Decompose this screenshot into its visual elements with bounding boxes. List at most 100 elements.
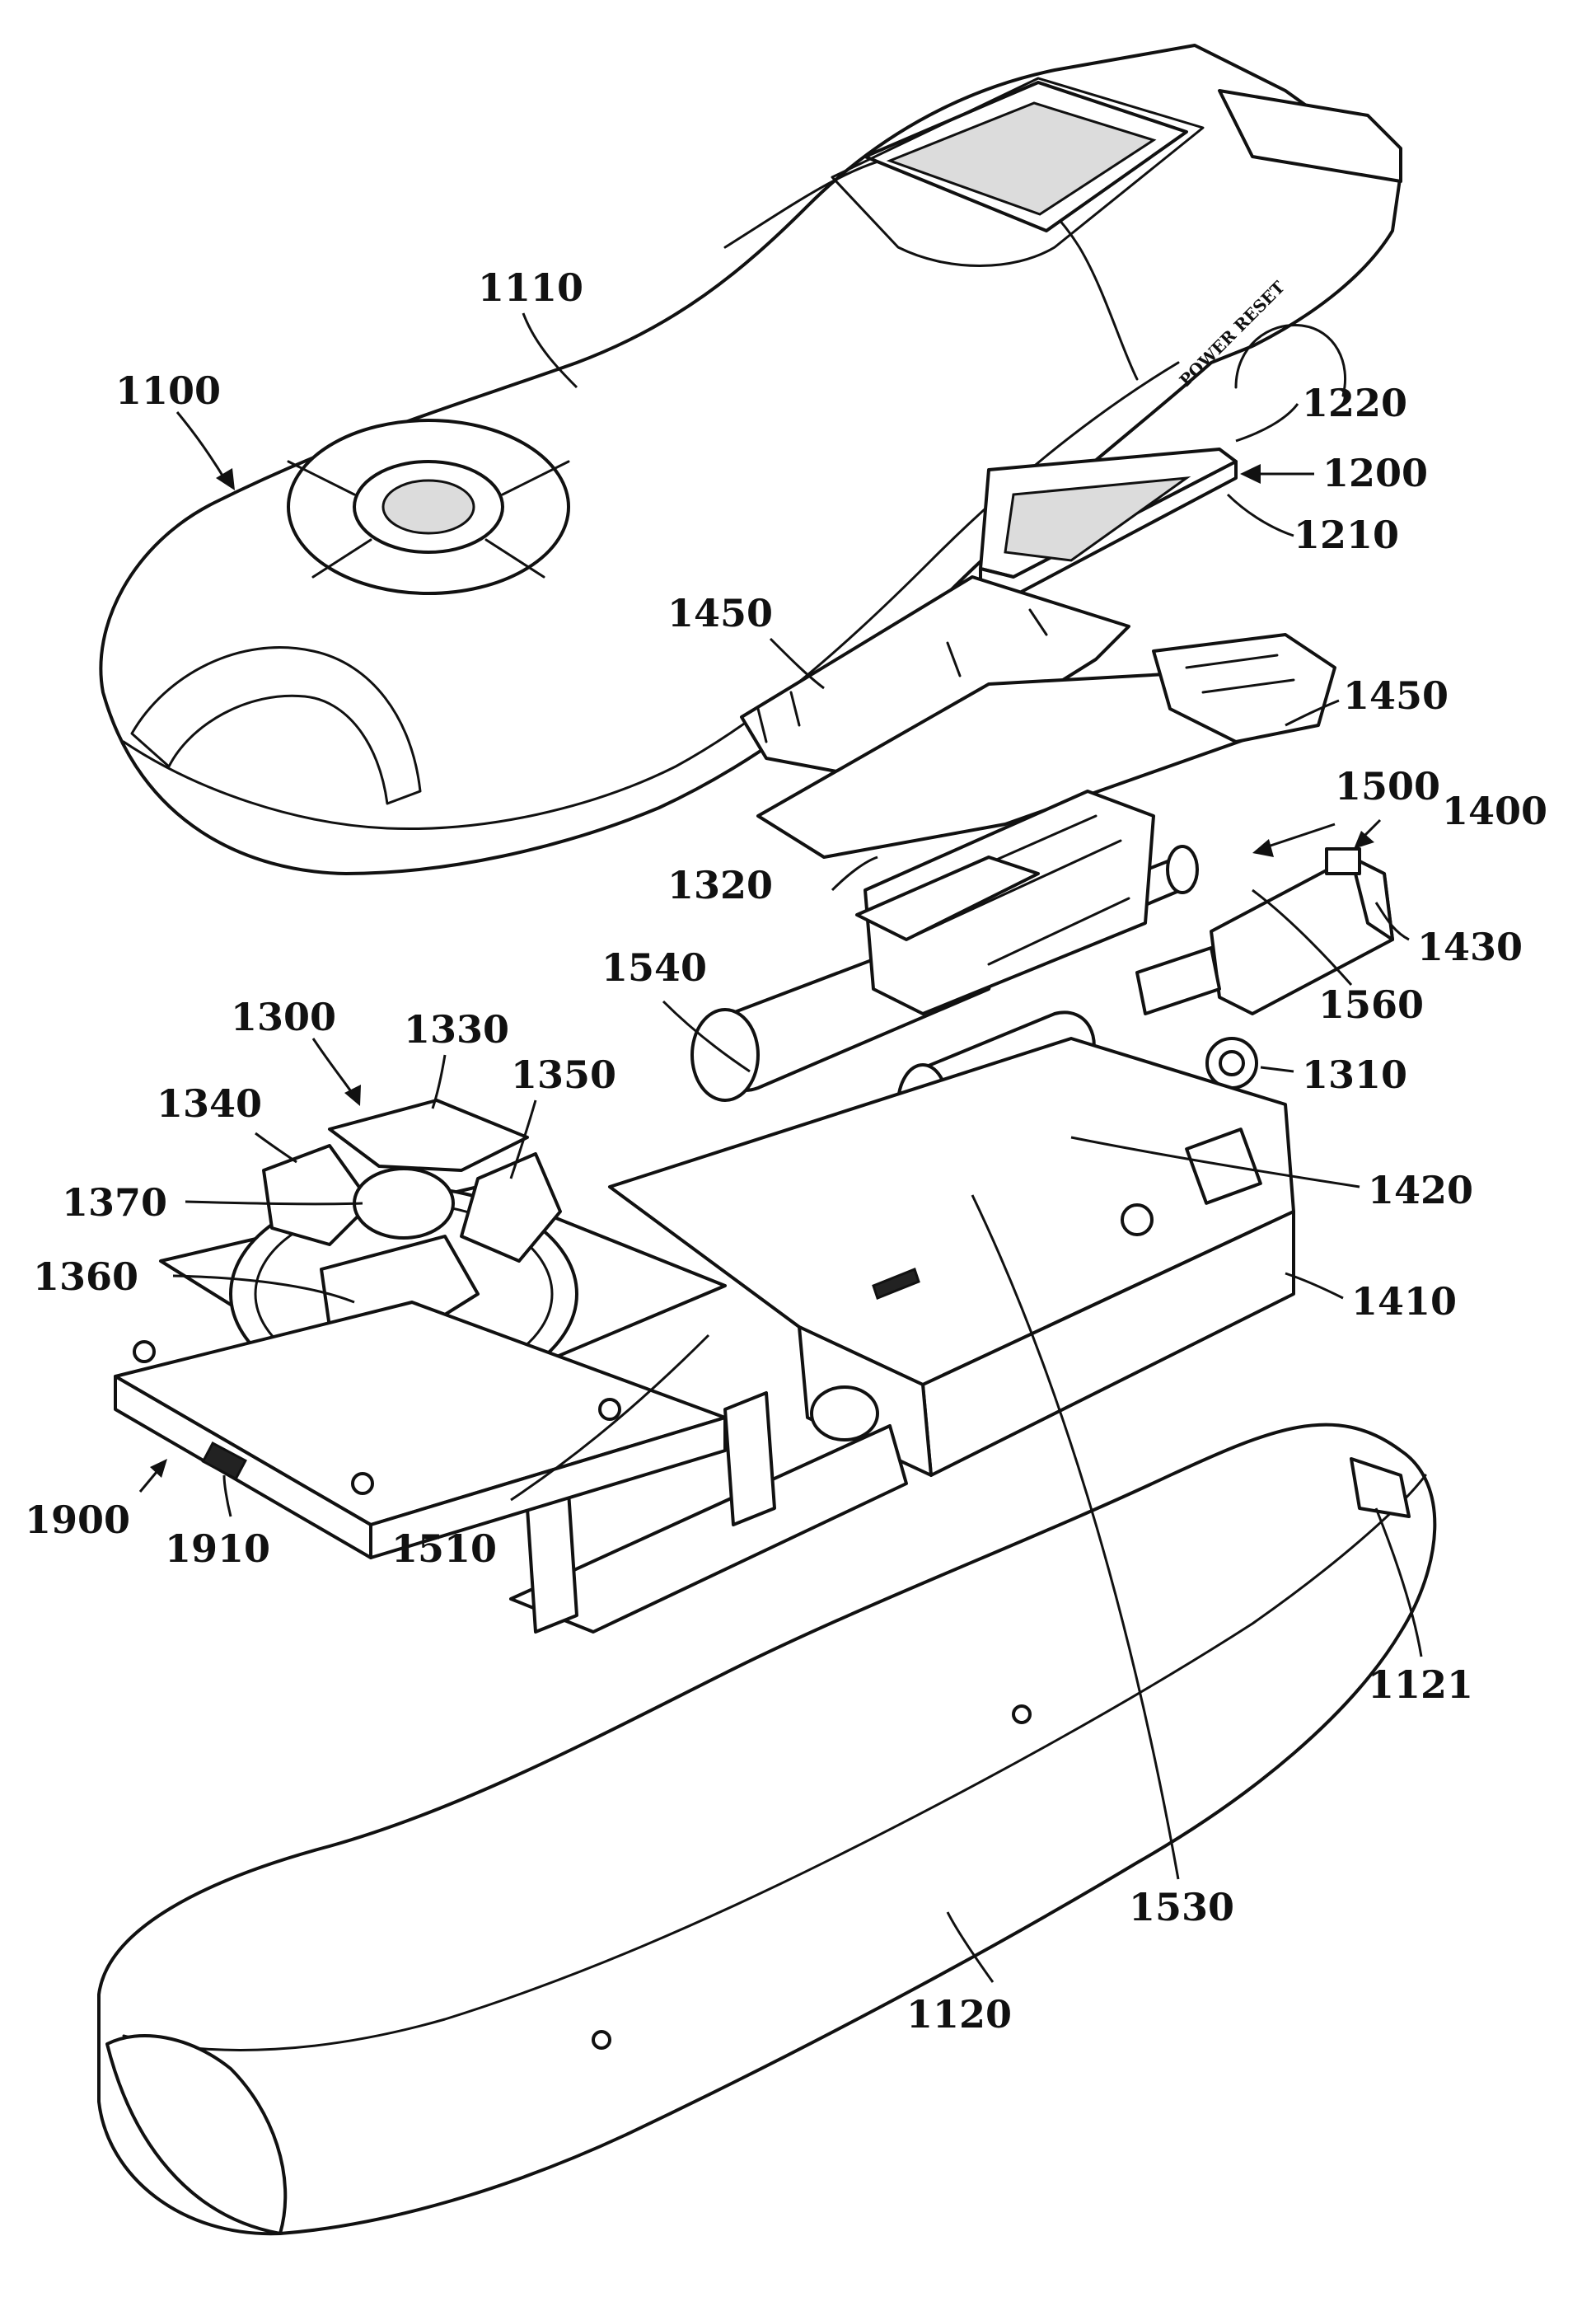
cradle-wall-left <box>526 1490 578 1634</box>
lower-housing-latch-1121 <box>1350 1457 1411 1518</box>
reference-labels: 1110 1100 1220 1200 1210 1450 1450 1500 … <box>25 265 1547 2037</box>
cradle-socket <box>810 1385 879 1441</box>
main-circuit-board <box>114 1301 727 1559</box>
pcb-post-a <box>133 1340 156 1363</box>
main-pcb-top <box>114 1301 727 1526</box>
arrow-1100 <box>216 468 235 490</box>
leader-1450b <box>1285 699 1340 727</box>
leader-1530 <box>971 1194 1180 1880</box>
label-1430: 1430 <box>1417 925 1523 969</box>
leader-1560 <box>1252 888 1353 986</box>
chassis-hole <box>1121 1203 1154 1236</box>
leader-1370 <box>185 1200 363 1206</box>
drive-connector-tab <box>1325 847 1361 875</box>
label-1120: 1120 <box>906 1992 1012 2037</box>
lower-housing-screw-a <box>1012 1704 1032 1724</box>
leader-lines <box>138 312 1423 1983</box>
label-1510: 1510 <box>391 1526 497 1571</box>
leader-1510 <box>510 1334 710 1502</box>
label-1330: 1330 <box>404 1007 509 1052</box>
leader-1330 <box>431 1054 447 1109</box>
label-1100: 1100 <box>115 368 221 413</box>
label-1900: 1900 <box>25 1498 130 1542</box>
label-1420: 1420 <box>1368 1168 1473 1212</box>
lower-housing-screw-b <box>592 2030 611 2050</box>
arrow-1200 <box>1240 464 1261 484</box>
drive-motor-end <box>1350 856 1394 941</box>
power-reset-notch <box>1234 323 1347 397</box>
upper-housing-shell <box>99 44 1402 875</box>
lower-housing-shell <box>97 1423 1437 2236</box>
lower-housing <box>97 1423 1437 2236</box>
leader-1100 <box>176 411 228 483</box>
leader-1210 <box>1226 493 1294 537</box>
recess-center-hole <box>381 479 475 535</box>
display-window-inner <box>886 101 1157 216</box>
label-1300: 1300 <box>231 995 336 1039</box>
bracket-lower-box <box>1152 633 1336 743</box>
leader-1500 <box>1260 823 1336 851</box>
label-1121: 1121 <box>1368 1662 1473 1707</box>
pcb-post-c <box>598 1398 621 1421</box>
label-1500: 1500 <box>1335 764 1440 809</box>
leader-1350 <box>509 1099 537 1179</box>
pcb-post-b <box>351 1472 374 1495</box>
label-1910: 1910 <box>165 1526 270 1571</box>
leader-1340 <box>255 1132 297 1164</box>
leader-1360 <box>172 1274 355 1304</box>
display-window-bezel <box>831 77 1205 267</box>
dial-center-button-1370 <box>353 1167 455 1240</box>
leader-1110 <box>522 312 578 389</box>
leader-1220 <box>1235 403 1299 443</box>
chassis-slot <box>872 1268 920 1300</box>
cradle-wall-right <box>723 1391 776 1526</box>
dial-segment-1340 <box>262 1144 372 1246</box>
label-1450b: 1450 <box>1343 673 1449 718</box>
leader-1300 <box>311 1038 356 1097</box>
leader-1430 <box>1374 902 1410 941</box>
mechanism-plate <box>855 856 1040 941</box>
keypad-board-membrane <box>1004 476 1191 562</box>
arrow-1900 <box>150 1459 167 1478</box>
side-bracket-lower <box>756 633 1336 859</box>
chassis-frame <box>608 1037 1295 1477</box>
label-1370: 1370 <box>62 1180 167 1225</box>
label-1400: 1400 <box>1442 789 1547 833</box>
label-1360: 1360 <box>33 1254 138 1299</box>
recess-spokes <box>287 460 570 579</box>
upper-housing-front-arch <box>130 646 422 805</box>
label-1410: 1410 <box>1351 1279 1457 1324</box>
knob-1310-center <box>1219 1050 1245 1076</box>
frame-upright <box>864 790 1155 1015</box>
label-1220: 1220 <box>1302 381 1407 425</box>
keypad-board <box>979 448 1238 597</box>
leader-1320 <box>831 856 878 892</box>
leader-1540 <box>662 1000 751 1073</box>
arrow-1400 <box>1354 831 1374 849</box>
gear-spring-1310 <box>1135 946 1221 1015</box>
label-1540: 1540 <box>601 945 707 990</box>
mechanism-assembly <box>690 790 1199 1102</box>
leader-1120 <box>946 1911 995 1983</box>
label-1310: 1310 <box>1302 1052 1407 1097</box>
leader-1450a <box>769 637 825 690</box>
lower-housing-lip <box>122 1474 1427 2051</box>
label-1450a: 1450 <box>667 591 773 635</box>
jog-wheel-recess <box>287 419 570 595</box>
label-1110: 1110 <box>478 265 583 310</box>
label-1530: 1530 <box>1129 1885 1234 1929</box>
leader-1410 <box>1285 1272 1344 1300</box>
label-1320: 1320 <box>667 863 773 907</box>
arrow-1500 <box>1252 839 1274 857</box>
main-pcb-connector-1910 <box>201 1441 247 1481</box>
leader-1121 <box>1374 1507 1423 1657</box>
bracket-upper-plate <box>740 575 1130 785</box>
lower-cradle <box>509 1385 908 1634</box>
dial-segment-1330 <box>328 1099 529 1172</box>
leader-1310 <box>1260 1066 1294 1073</box>
main-pcb-right <box>369 1416 727 1559</box>
leader-1420 <box>1070 1136 1360 1188</box>
upper-housing: POWER RESET <box>99 44 1402 875</box>
